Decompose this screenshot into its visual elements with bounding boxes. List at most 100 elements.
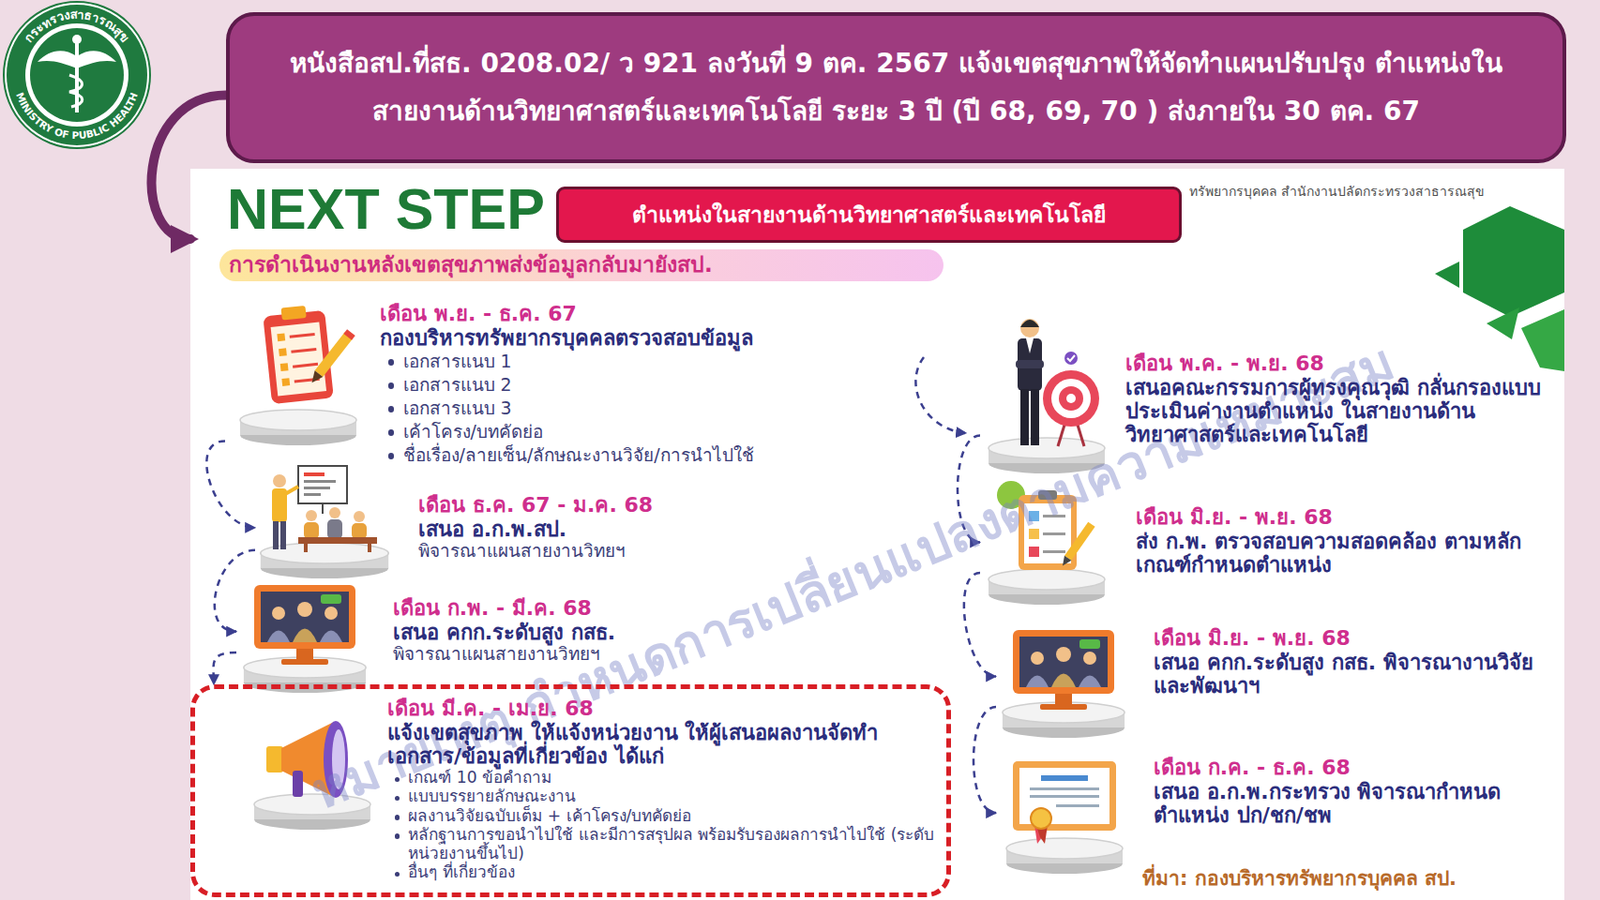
step-title: เสนอ อ.ก.พ.สป. [418, 517, 906, 542]
step-arrow [214, 550, 256, 633]
monitor-icon [1002, 630, 1125, 739]
target-icon [1058, 386, 1084, 411]
step-title: เสนอคณะกรรมการผู้ทรงคุณวุฒิ กลั่นกรองแบบ… [1125, 376, 1559, 447]
certificate-icon [1012, 761, 1117, 831]
step-arrow [213, 652, 237, 685]
target-icon [1020, 318, 1040, 338]
meeting-icon [303, 522, 319, 540]
clipboard-icon [307, 329, 356, 386]
step-note: พิจารณาแผนสายงานวิทยฯ [418, 541, 906, 561]
timeline-step: เดือน ก.พ. - มี.ค. 68เสนอ คกก.ระดับสูง ก… [236, 573, 912, 680]
step-date: เดือน พ.ย. - ธ.ค. 67 [379, 301, 905, 327]
ministry-logo [30, 28, 124, 122]
clipboard-icon [307, 370, 323, 386]
checklist-icon [988, 569, 1105, 605]
step-date: เดือน พ.ค. - พ.ย. 68 [1125, 351, 1559, 377]
step-title: เสนอ คกก.ระดับสูง กสธ. พิจารณางานวิจัยแล… [1153, 650, 1559, 698]
meeting-icon [305, 510, 317, 522]
meeting-icon [327, 519, 343, 540]
checklist-icon [1058, 556, 1072, 569]
ministry-logo [37, 50, 77, 69]
meeting-icon [353, 511, 365, 523]
logo-text: กระทรวงสาธารณสุข [21, 7, 134, 46]
target-icon [1051, 378, 1091, 419]
clipboard-icon [343, 329, 355, 341]
step-arrow [973, 707, 997, 814]
bullet-item: อื่นๆ ที่เกี่ยวข้อง [387, 862, 941, 882]
step-note: พิจารณาแผนสายงานวิทยฯ [392, 644, 906, 665]
ministry-logo: กระทรวงสาธารณสุข MINISTRY OF PUBLIC HEALT… [3, 1, 151, 149]
checklist-icon [1042, 550, 1066, 554]
content-panel-ground [190, 168, 1565, 900]
logo-text: กระทรวงสาธารณสุข [21, 7, 134, 46]
target-icon [1015, 360, 1044, 369]
meeting-icon [260, 543, 389, 579]
green-decoration [1434, 261, 1460, 288]
bullet-item: ชื่อเรื่อง/ลายเซ็น/ลักษณะงานวิจัย/การนำไ… [379, 443, 905, 468]
meeting-icon [303, 486, 331, 490]
source-note: ที่มา: กองบริหารทรัพยากรบุคคล สป. [1142, 862, 1457, 894]
meeting-icon [303, 472, 325, 477]
topic-tag: ตำแหน่งในสายงานด้านวิทยาศาสตร์และเทคโนโล… [556, 186, 1182, 243]
certificate-icon [1030, 808, 1052, 830]
step-date: เดือน ธ.ค. 67 - ม.ค. 68 [418, 493, 906, 518]
certificate-icon [1029, 787, 1100, 791]
clipboard-icon [271, 321, 327, 396]
target-icon [1042, 370, 1100, 427]
green-decoration [1521, 309, 1565, 372]
bullet-item: เกณฑ์ 10 ข้อคำถาม [387, 768, 941, 787]
target-icon [1026, 338, 1034, 354]
flow-arrow [151, 95, 227, 240]
meeting-icon [303, 480, 336, 484]
timeline-step: เดือน พ.ย. - ธ.ค. 67กองบริหารทรัพยากรบุค… [225, 300, 910, 477]
step-title: กองบริหารทรัพยากรบุคคลตรวจสอบข้อมูล [379, 326, 905, 350]
meeting-icon [260, 466, 389, 579]
bullet-item: เอกสารแนบ 1 [379, 349, 905, 374]
dashed-arrow [915, 357, 967, 434]
header-note: ทรัพยากรบุคคล สำนักงานปลัดกระทรวงสาธารณส… [1189, 181, 1485, 202]
megaphone-icon [292, 770, 303, 798]
meeting-icon [272, 474, 287, 488]
letter-banner: หนังสือสป.ที่สธ. 0208.02/ ว 921 ลงวันที่… [226, 12, 1567, 164]
bullet-item: เอกสารแนบ 2 [379, 373, 905, 397]
target-icon [1030, 389, 1040, 446]
logo-text: MINISTRY OF PUBLIC HEALTH [14, 90, 140, 141]
step-title: เสนอ อ.ก.พ.กระทรวง พิจารณากำหนดตำแหน่ง ป… [1153, 780, 1559, 828]
step-date: เดือน ก.ค. - ธ.ค. 68 [1153, 755, 1559, 781]
ministry-logo [25, 23, 129, 127]
step-arrow [964, 573, 997, 678]
ministry-logo [3, 1, 151, 149]
logo-text: MINISTRY OF PUBLIC HEALTH [14, 90, 140, 141]
megaphone-icon [266, 746, 284, 773]
content-panel: NEXT STEPตำแหน่งในสายงานด้านวิทยาศาสตร์แ… [190, 168, 1565, 900]
bullet-item: ผลงานวิจัยฉบับเต็ม + เค้าโครง/บทคัดย่อ [387, 806, 941, 826]
ministry-logo [72, 34, 82, 45]
clipboard-icon [278, 347, 287, 357]
clipboard-icon [292, 362, 318, 369]
clipboard-icon [315, 332, 354, 378]
clipboard-icon [280, 362, 289, 372]
meeting-icon [298, 537, 378, 544]
clipboard-icon [276, 332, 286, 342]
step-title: แจ้งเขตสุขภาพ ให้แจ้งหน่วยงาน ให้ผู้เสนอ… [387, 721, 941, 769]
meeting-icon [280, 521, 287, 550]
clipboard-icon [240, 303, 357, 446]
clipboard-icon [289, 332, 316, 339]
clipboard-icon [262, 310, 333, 405]
panel-heading: NEXT STEP [226, 181, 545, 239]
certificate-icon [1006, 761, 1123, 875]
meeting-icon [271, 488, 287, 523]
meeting-icon [272, 521, 279, 550]
green-decoration [1486, 307, 1520, 340]
step-date: เดือน มี.ค. - เม.ย. 68 [387, 696, 941, 722]
timeline-step: เดือน มิ.ย. - พ.ย. 68เสนอ คกก.ระดับสูง ก… [996, 609, 1565, 732]
target-icon [1020, 319, 1040, 328]
green-decoration [1434, 206, 1565, 372]
step-date: เดือน ก.พ. - มี.ค. 68 [392, 596, 906, 621]
clipboard-icon [240, 409, 357, 446]
certificate-icon [1006, 838, 1123, 875]
certificate-icon [1056, 804, 1100, 808]
timeline-step: เดือน มิ.ย. - พ.ย. 68ส่ง ก.พ. ตรวจสอบควา… [980, 475, 1565, 598]
step-arrow [206, 440, 256, 528]
timeline-step: เดือน ธ.ค. 67 - ม.ค. 68เสนอ อ.ก.พ.สป.พิจ… [255, 478, 912, 569]
